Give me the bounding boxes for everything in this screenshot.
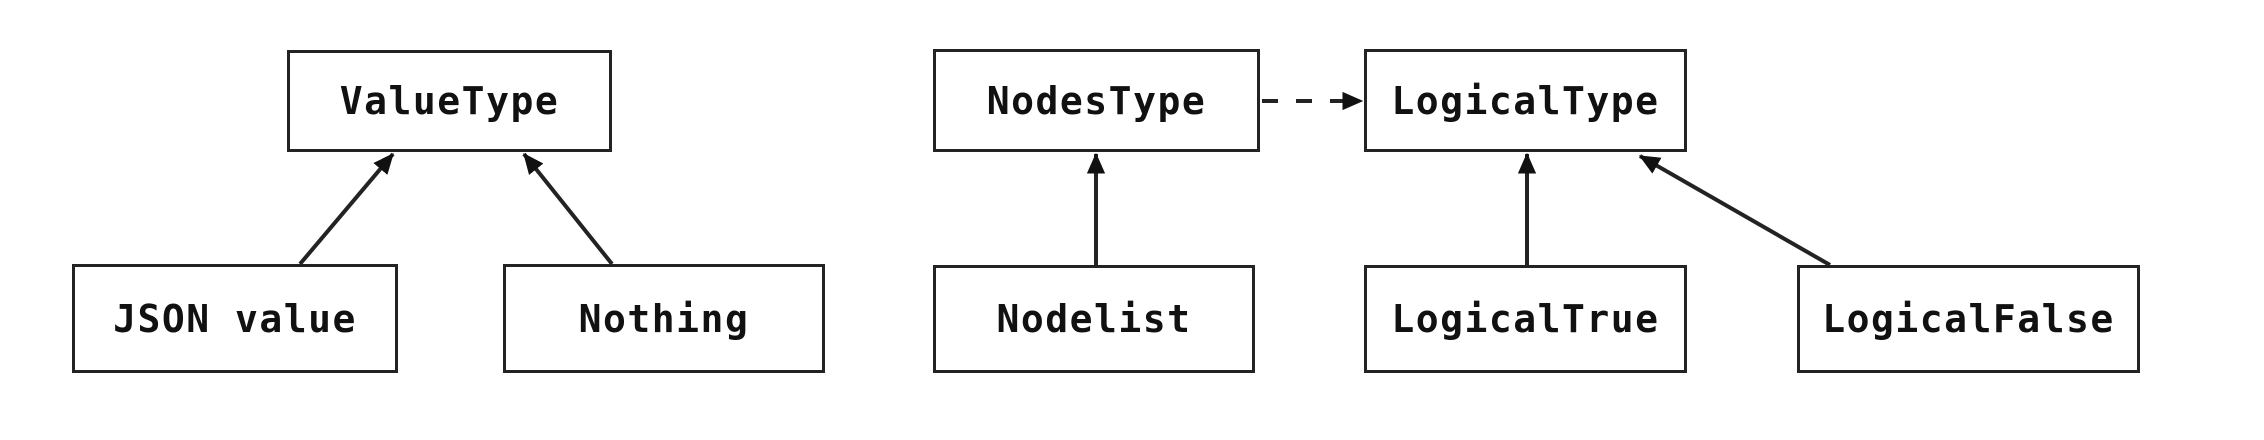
edge-jsonvalue-to-valuetype [298,152,395,266]
node-label: JSON value [113,296,357,341]
node-nodestype[interactable]: NodesType [933,49,1260,152]
node-label: LogicalFalse [1822,297,2115,341]
node-logicalfalse[interactable]: LogicalFalse [1797,265,2140,373]
node-nothing[interactable]: Nothing [503,264,825,373]
edge-nothing-to-valuetype [522,152,614,266]
node-label: LogicalType [1391,78,1660,123]
node-logicaltype[interactable]: LogicalType [1364,49,1687,152]
node-label: NodesType [986,78,1207,123]
node-label: Nodelist [996,297,1192,341]
edge-logicalfalse-to-logicaltype [1638,154,1831,267]
node-json-value[interactable]: JSON value [72,264,398,373]
node-label: Nothing [578,296,750,341]
node-valuetype[interactable]: ValueType [287,50,612,152]
edge-group [298,91,1831,267]
node-label: ValueType [339,79,560,123]
node-label: LogicalTrue [1391,297,1660,341]
node-logicaltrue[interactable]: LogicalTrue [1364,265,1687,373]
node-nodelist[interactable]: Nodelist [933,265,1255,373]
